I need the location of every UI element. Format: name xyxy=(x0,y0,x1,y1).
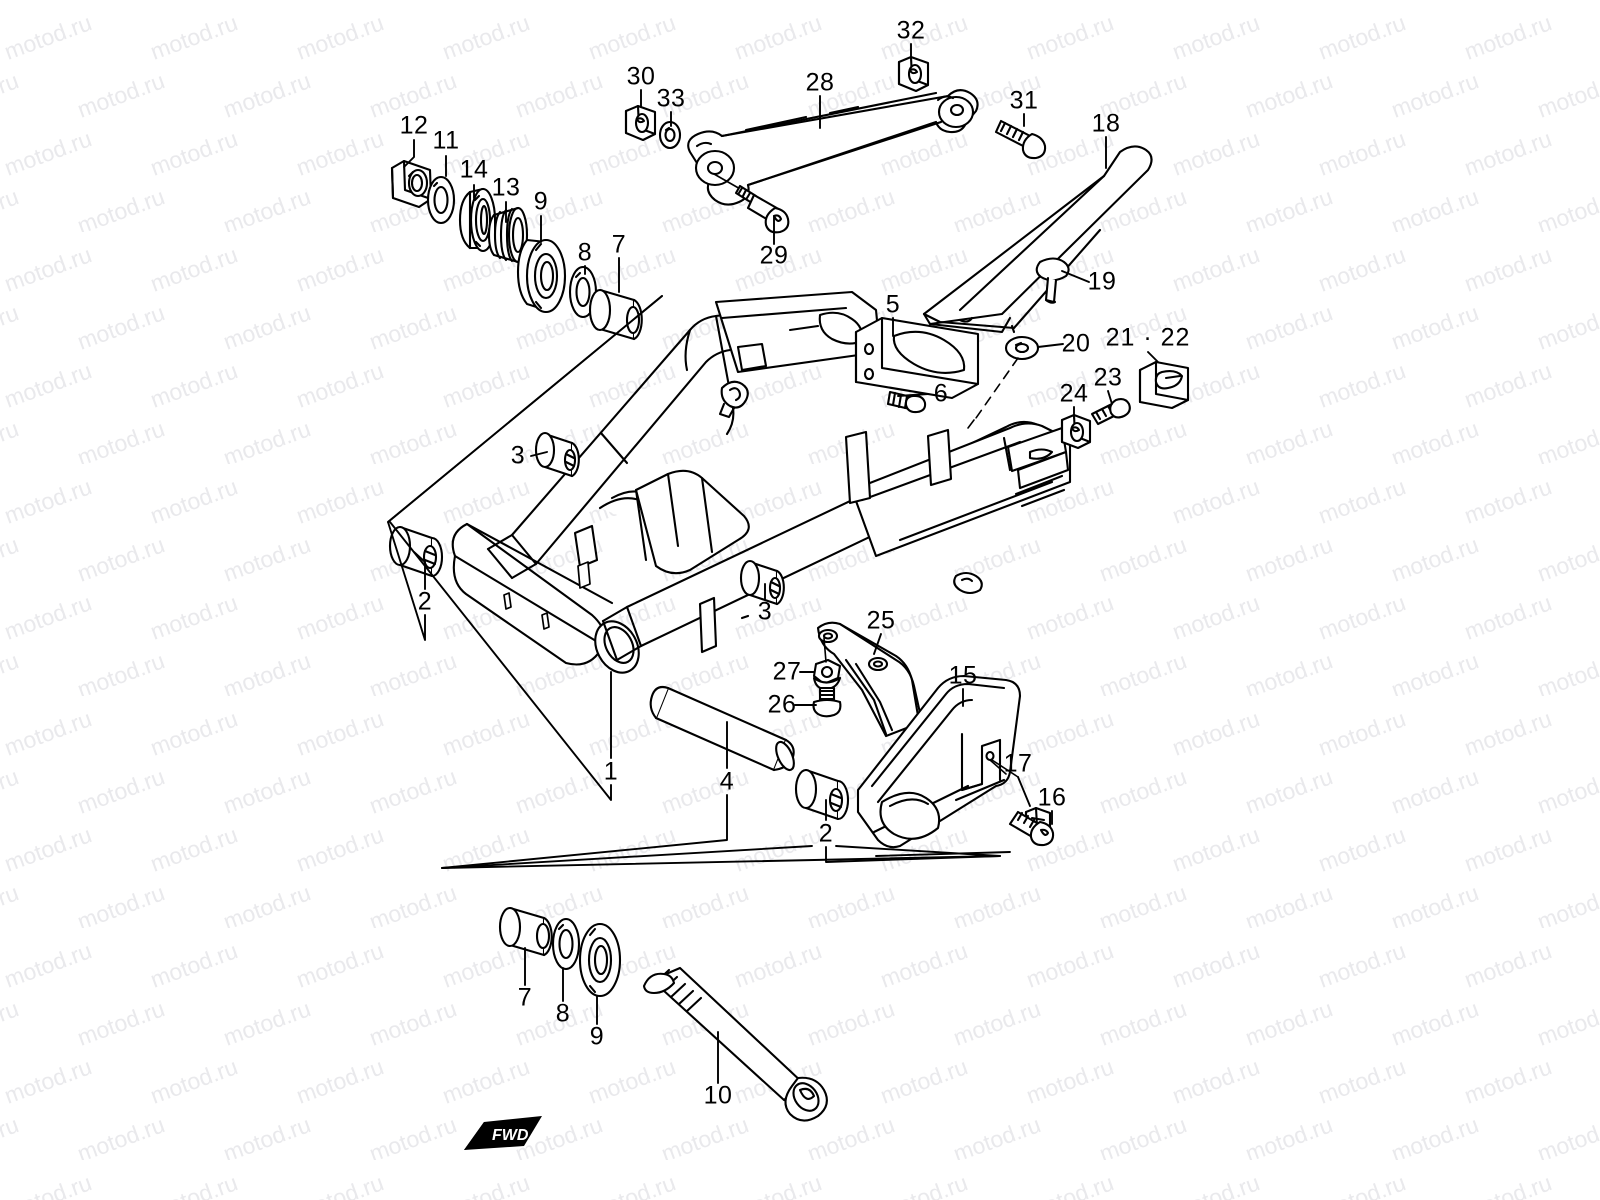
callout-spacer-upper: 7 xyxy=(611,230,627,259)
callout-chain-guard-screw: 19 xyxy=(1087,267,1117,296)
cushion-rod-nut-30 xyxy=(624,104,657,142)
spacer-tube-7 xyxy=(588,288,643,341)
callout-bushing-lower: 2 xyxy=(818,819,834,848)
callout-cushion-rod-bolt: 29 xyxy=(759,241,789,270)
callout-bushing-right: 3 xyxy=(757,597,773,626)
callout-oil-seal-lower: 9 xyxy=(589,1022,605,1051)
callout-dust-seal: 13 xyxy=(491,173,521,202)
cushion-rod-assembly xyxy=(624,55,1047,234)
callout-chain-guard: 18 xyxy=(1091,109,1121,138)
callout-chain-buffer: 25 xyxy=(866,606,896,635)
fwd-label: FWD xyxy=(492,1127,529,1144)
chain-case-bracket-5 xyxy=(854,316,980,400)
pivot-shaft-bolt-10 xyxy=(642,966,828,1122)
lower-pivot-hardware xyxy=(498,906,828,1122)
bushing-3a xyxy=(534,431,580,478)
callout-pivot-spacer-tube: 4 xyxy=(719,767,735,796)
callout-buffer-bolt: 26 xyxy=(767,690,797,719)
callout-chain-adjuster-plate-set: 21 · 22 xyxy=(1105,323,1191,352)
oil-seal-9 xyxy=(516,238,567,314)
callout-tensioner-bolt: 16 xyxy=(1037,783,1067,812)
callout-washer-lower: 8 xyxy=(555,999,571,1028)
callout-cushion-rod-nut: 30 xyxy=(626,62,656,91)
callout-bracket-screw: 6 xyxy=(933,379,949,408)
callout-chain-guard-washer: 20 xyxy=(1061,329,1091,358)
buffer-bolt-26 xyxy=(812,686,842,718)
callout-pivot-shaft-bolt: 10 xyxy=(703,1081,733,1110)
callout-pivot-nut: 12 xyxy=(399,111,429,140)
washer-8-lower xyxy=(551,917,581,971)
callout-washer-upper: 8 xyxy=(577,238,593,267)
callout-bushing-left: 2 xyxy=(417,587,433,616)
cushion-rod-nut-32 xyxy=(897,55,930,93)
callout-tensioner-nut: 17 xyxy=(1003,749,1033,778)
callout-swingarm: 1 xyxy=(603,757,619,786)
chain-guard-18 xyxy=(922,145,1153,334)
cushion-rod-28 xyxy=(687,89,979,206)
callout-bushing-upper-left: 3 xyxy=(510,441,526,470)
callout-buffer-nut: 27 xyxy=(772,657,802,686)
callout-adjuster-bolt: 23 xyxy=(1093,363,1123,392)
cushion-rod-bolt-31 xyxy=(994,119,1047,160)
callout-spacer-lower: 7 xyxy=(517,983,533,1012)
chain-adjuster-plate-21-22 xyxy=(1138,360,1190,410)
washer-11 xyxy=(426,175,456,225)
callout-bearing: 14 xyxy=(459,155,489,184)
callout-adjuster-nut: 24 xyxy=(1059,379,1089,408)
callout-chain-case-bracket: 5 xyxy=(885,290,901,319)
callout-chain-tensioner-block: 15 xyxy=(948,661,978,690)
callout-washer-pivot: 11 xyxy=(432,126,460,155)
callout-cushion-rod: 28 xyxy=(805,68,835,97)
pivot-nut-12 xyxy=(390,159,433,209)
callout-oil-seal-upper: 9 xyxy=(533,187,549,216)
callout-cushion-rod-bolt-rear: 31 xyxy=(1009,86,1039,115)
oil-seal-9-lower xyxy=(578,922,622,998)
fwd-direction-marker: FWD xyxy=(462,1112,546,1158)
callout-cushion-rod-nut-rear: 32 xyxy=(896,16,926,45)
bushing-2b xyxy=(794,768,850,821)
adjuster-nut-24 xyxy=(1060,413,1092,450)
cushion-rod-washer-33 xyxy=(658,120,682,150)
callout-cushion-rod-washer: 33 xyxy=(656,84,686,113)
